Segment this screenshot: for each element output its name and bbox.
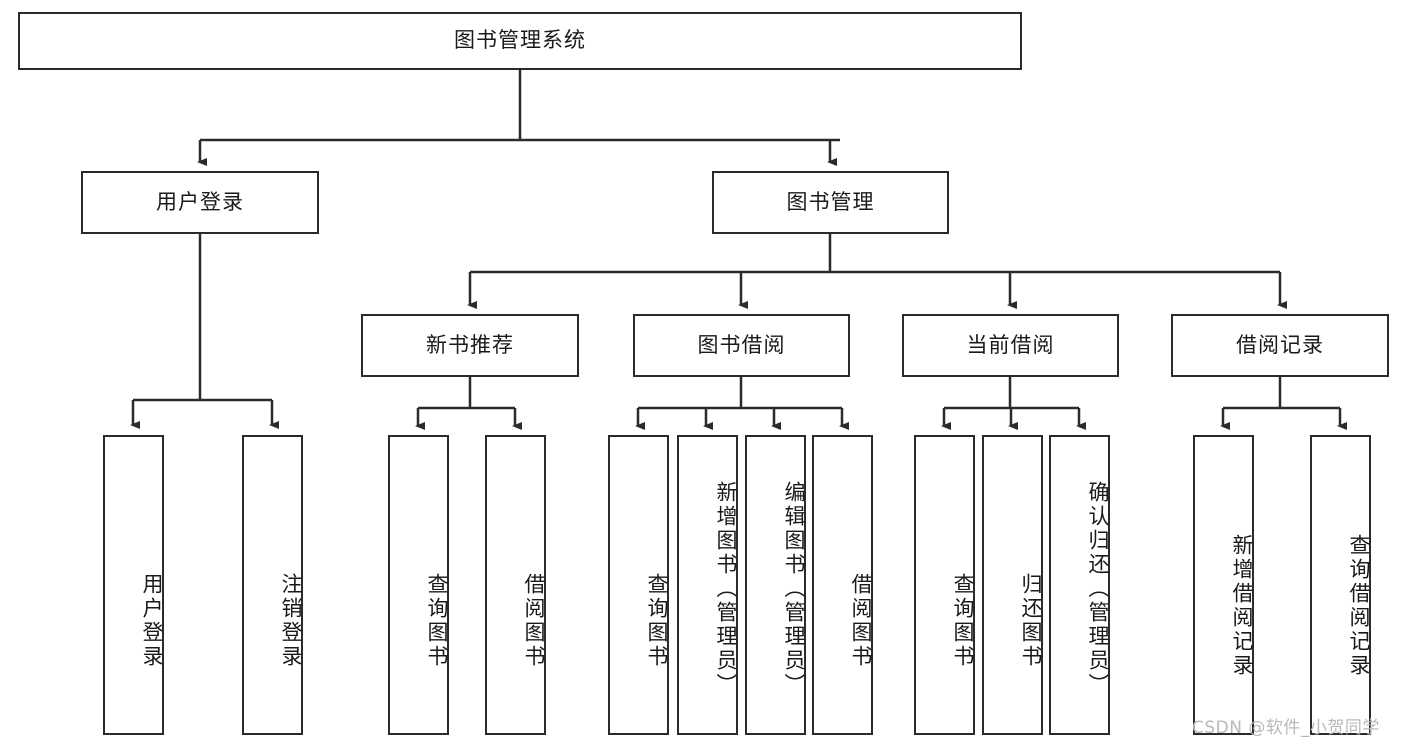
leaf-current-return-book[interactable]: 归还图书 [982,435,1043,735]
leaf-user-login[interactable]: 用户登录 [103,435,164,735]
leaf-record-add-label: 新增借阅记录 [1230,534,1254,678]
node-new-book-recommend-label: 新书推荐 [426,332,514,357]
leaf-current-query-book[interactable]: 查询图书 [914,435,975,735]
leaf-borrow-edit-book-label: 编辑图书（管理员） [782,481,806,697]
leaf-newbook-borrow-book[interactable]: 借阅图书 [485,435,546,735]
node-current-borrow[interactable]: 当前借阅 [902,314,1119,377]
node-borrow-record[interactable]: 借阅记录 [1171,314,1389,377]
leaf-current-confirm-return[interactable]: 确认归还（管理员） [1049,435,1110,735]
leaf-record-add[interactable]: 新增借阅记录 [1193,435,1254,735]
leaf-current-confirm-return-label: 确认归还（管理员） [1086,481,1110,697]
leaf-record-query[interactable]: 查询借阅记录 [1310,435,1371,735]
leaf-user-logout[interactable]: 注销登录 [242,435,303,735]
leaf-borrow-query-book[interactable]: 查询图书 [608,435,669,735]
node-new-book-recommend[interactable]: 新书推荐 [361,314,579,377]
csdn-watermark: CSDN @软件_小贺同学 [1192,718,1380,738]
node-book-borrow-label: 图书借阅 [697,332,786,357]
node-book-borrow[interactable]: 图书借阅 [633,314,850,377]
node-book-management[interactable]: 图书管理 [712,171,949,234]
node-root[interactable]: 图书管理系统 [18,12,1022,70]
node-current-borrow-label: 当前借阅 [966,332,1055,357]
leaf-borrow-edit-book[interactable]: 编辑图书（管理员） [745,435,806,735]
node-borrow-record-label: 借阅记录 [1236,332,1324,357]
leaf-newbook-query-book-label: 查询图书 [425,573,449,669]
leaf-borrow-lend-book-label: 借阅图书 [849,573,873,669]
leaf-newbook-query-book[interactable]: 查询图书 [388,435,449,735]
leaf-borrow-add-book[interactable]: 新增图书（管理员） [677,435,738,735]
leaf-current-return-book-label: 归还图书 [1019,573,1043,669]
leaf-borrow-lend-book[interactable]: 借阅图书 [812,435,873,735]
node-user-login[interactable]: 用户登录 [81,171,319,234]
leaf-user-login-label: 用户登录 [140,573,164,669]
leaf-user-logout-label: 注销登录 [279,573,303,669]
leaf-borrow-add-book-label: 新增图书（管理员） [714,481,738,697]
leaf-borrow-query-book-label: 查询图书 [645,573,669,669]
leaf-current-query-book-label: 查询图书 [951,573,975,669]
leaf-newbook-borrow-book-label: 借阅图书 [522,573,546,669]
leaf-record-query-label: 查询借阅记录 [1347,534,1371,678]
node-user-login-label: 用户登录 [156,189,244,214]
node-book-management-label: 图书管理 [786,189,875,214]
node-root-label: 图书管理系统 [454,28,586,53]
